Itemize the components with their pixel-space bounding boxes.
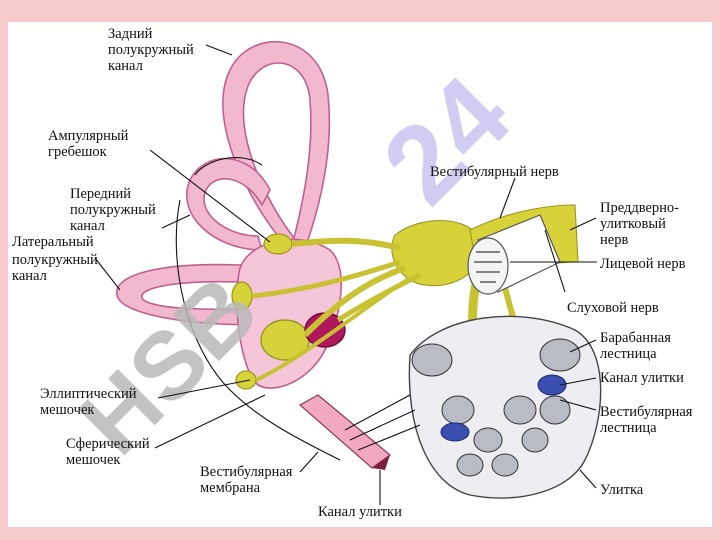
facial-nerve-cut [467,237,509,295]
label-vestibular-membrane-2: мембрана [200,480,261,496]
semicircular-canals [115,40,342,461]
label-vestibular-membrane-1: Вестибулярная [200,464,293,480]
label-cochlear-duct-right: Канал улитки [600,370,684,386]
label-lateral-canal-3: канал [12,268,47,284]
turn-8 [491,453,519,477]
duct-fibers [344,394,421,451]
label-ampullary-crest-1: Ампулярный [48,128,129,144]
label-vestibulocochlear-nerve-1: Преддверно- [600,200,679,216]
nerve-to-lateral [251,259,401,299]
leader-lines [94,44,597,505]
duct-blue-right [537,374,567,396]
facial-nerve-fibers [474,251,502,283]
label-saccule-2: мешочек [66,452,121,468]
label-facial-nerve: Лицевой нерв [600,256,686,272]
turn-2 [539,338,581,372]
label-auditory-nerve: Слуховой нерв [567,300,659,316]
turn-7 [456,453,484,477]
turn-5 [539,395,571,425]
cochlear-duct [298,394,421,470]
label-utricle-2: мешочек [40,402,95,418]
label-anterior-canal-3: канал [70,218,105,234]
watermark-24: 24 [360,53,533,226]
label-scala-vestibuli-2: лестница [600,420,657,436]
label-ampullary-crest-2: гребешок [48,144,108,160]
label-posterior-canal-2: полукружный [108,42,194,58]
label-utricle-1: Эллиптический [40,386,137,402]
duct-blue-left [440,422,470,442]
label-posterior-canal-1: Задний [108,26,153,42]
label-anterior-canal-1: Передний [70,186,131,202]
turn-1 [411,343,453,377]
posterior-canal [222,40,331,264]
label-vestibulocochlear-nerve-3: нерв [600,232,628,248]
ampulla-posterior [263,233,293,255]
label-scala-vestibuli-1: Вестибулярная [600,404,693,420]
label-vestibular-nerve: Вестибулярный нерв [430,164,559,180]
label-saccule-1: Сферический [66,436,150,452]
vestibular-ganglion [391,220,482,287]
cochlea-section [408,315,602,499]
label-vestibulocochlear-nerve-2: улитковый [600,216,666,232]
label-posterior-canal-3: канал [108,58,143,74]
turn-9 [521,427,549,453]
labels: Задний полукружный канал Ампулярный греб… [12,26,693,520]
turn-6 [473,427,503,453]
anterior-canal [186,157,271,251]
duct-end [372,455,390,470]
label-lateral-canal-1: Латеральный [12,234,94,250]
label-lateral-canal-2: полукружный [12,252,98,268]
nerve-to-ampulla [291,237,401,251]
ampulla-lateral [235,370,257,390]
label-anterior-canal-2: полукружный [70,202,156,218]
turn-3 [441,395,475,425]
label-scala-tympani-1: Барабанная [600,330,671,346]
nerve-to-utricle [302,265,406,338]
nerve-to-posterior [255,276,412,382]
turn-4 [503,395,537,425]
facial-nerve [467,214,561,295]
label-cochlea: Улитка [600,482,644,498]
label-scala-tympani-2: лестница [600,346,657,362]
vestibule [236,238,342,389]
label-cochlear-duct-bottom: Канал улитки [318,504,402,520]
